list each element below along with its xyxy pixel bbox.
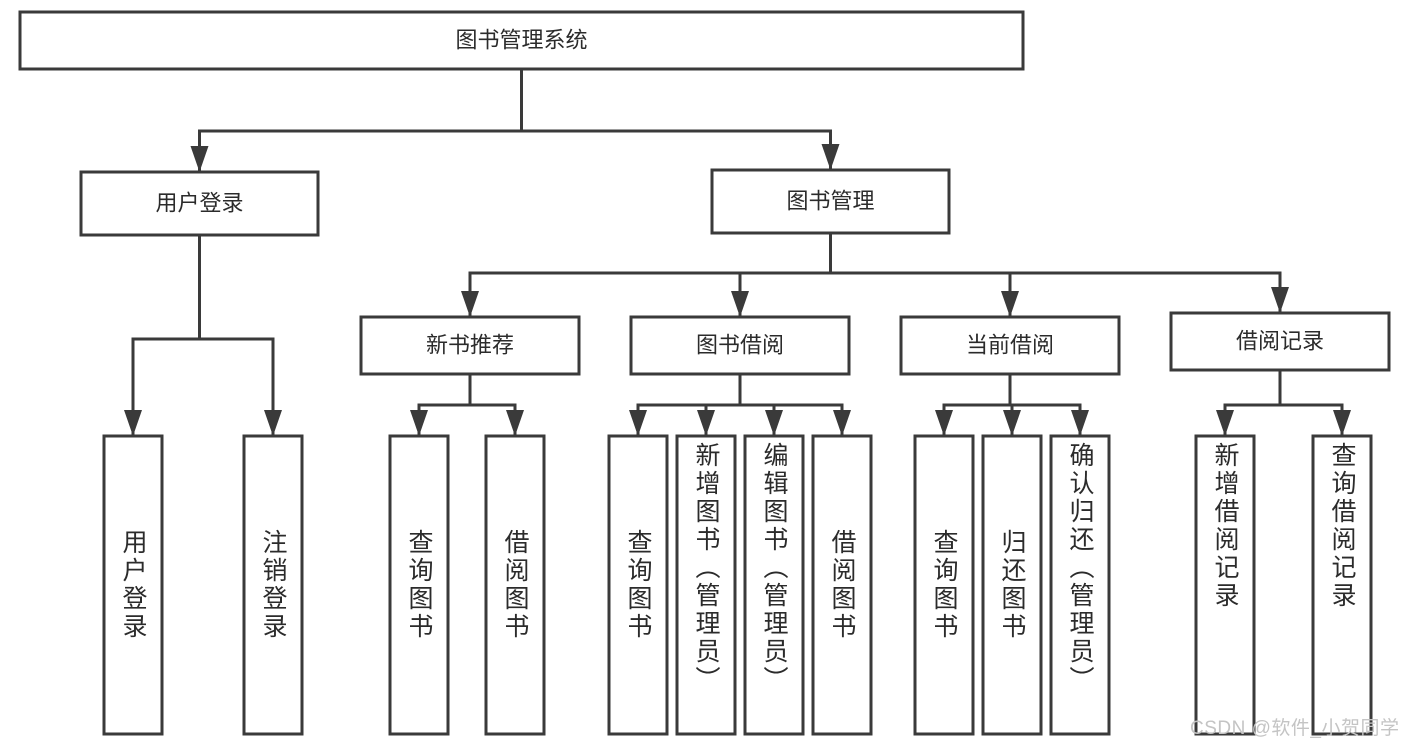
- node-box-level2-1[interactable]: [710, 168, 951, 235]
- arrow-head-icon-leaf-node-e5bd92e8bf98e59bbee4b9a6-1: [1003, 410, 1021, 436]
- node-box-level3-3[interactable]: [1169, 311, 1391, 372]
- arrow-head-icon-leaf-node-e69fa5e8afa2e59bbee4b9a6-0: [935, 410, 953, 436]
- node-label-root: 图书管理系统: [455, 27, 587, 52]
- node-box-level3-0[interactable]: [359, 315, 581, 376]
- node-box-root[interactable]: [18, 10, 1025, 71]
- node-box-level3-1[interactable]: [629, 315, 851, 376]
- arrow-head-icon-leaf-node-e5809fe99885e59bbee4b9a6-1: [506, 410, 524, 436]
- leaf-box-10[interactable]: [1049, 434, 1111, 736]
- arrow-head-icon-node-e696b0e4b9a6e68ea8e88d90: [461, 291, 479, 317]
- leaf-box-6[interactable]: [743, 434, 805, 736]
- node-label-level3-0: 新书推荐: [426, 332, 514, 357]
- arrow-head-icon-leaf-node-e6b3a8e99480e799bbe5bd95-1: [264, 410, 282, 436]
- arrow-head-icon-leaf-node-e5809fe99885e59bbee4b9a6-3: [833, 410, 851, 436]
- arrow-head-icon-node-e5bd93e5898de5809fe99885: [1001, 291, 1019, 317]
- arrow-head-icon-node-e59bbee4b9a6e5809fe99885: [731, 291, 749, 317]
- arrow-head-icon-leaf-node-e69fa5e8afa2e5809fe99885e8aeb0e5bd95-1: [1333, 410, 1351, 436]
- arrow-head-icon-leaf-node-e69fa5e8afa2e59bbee4b9a6-0: [410, 410, 428, 436]
- csdn-watermark: CSDN @软件_小贺同学: [1190, 718, 1400, 739]
- leaf-box-12[interactable]: [1311, 434, 1373, 736]
- node-box-level2-0[interactable]: [79, 170, 320, 237]
- node-label-level2-1: 图书管理: [786, 188, 874, 213]
- node-label-level3-1: 图书借阅: [696, 332, 784, 357]
- leaf-box-2[interactable]: [388, 434, 450, 736]
- leaf-box-4[interactable]: [607, 434, 669, 736]
- arrow-head-icon-node-e5809fe99885e8aeb0e5bd95: [1271, 287, 1289, 313]
- leaf-box-9[interactable]: [981, 434, 1043, 736]
- node-label-level3-3: 借阅记录: [1236, 328, 1324, 353]
- arrow-head-icon-leaf-node-e794a8e688b7e799bbe5bd95-0: [124, 410, 142, 436]
- node-label-level3-2: 当前借阅: [966, 332, 1054, 357]
- arrow-head-icon-user-login: [190, 146, 209, 172]
- leaf-box-3[interactable]: [484, 434, 546, 736]
- leaf-box-0[interactable]: [102, 434, 164, 736]
- node-box-level3-2[interactable]: [899, 315, 1121, 376]
- arrow-head-icon-leaf-node-e7a1aee8aea4e5bd92e8bf98efbc88e7aea1e79086e59198efbc89-2: [1071, 410, 1089, 436]
- arrow-head-icon-leaf-node-e7bc96e8be91e59bbee4b9a6efbc88e7aea1e79086e59198efbc89-2: [765, 410, 783, 436]
- arrow-head-icon-leaf-node-e696b0e5a29ee5809fe99885e8aeb0e5bd95-0: [1216, 410, 1234, 436]
- leaf-box-7[interactable]: [811, 434, 873, 736]
- arrow-head-icon-leaf-node-e696b0e5a29ee59bbee4b9a6efbc88e7aea1e79086e59198efbc89-1: [697, 410, 715, 436]
- leaf-box-5[interactable]: [675, 434, 737, 736]
- arrow-head-icon-leaf-node-e69fa5e8afa2e59bbee4b9a6-0: [629, 410, 647, 436]
- leaf-box-8[interactable]: [913, 434, 975, 736]
- node-label-level2-0: 用户登录: [155, 190, 243, 215]
- arrow-head-icon-book-management: [821, 144, 840, 170]
- leaf-box-11[interactable]: [1194, 434, 1256, 736]
- leaf-box-1[interactable]: [242, 434, 304, 736]
